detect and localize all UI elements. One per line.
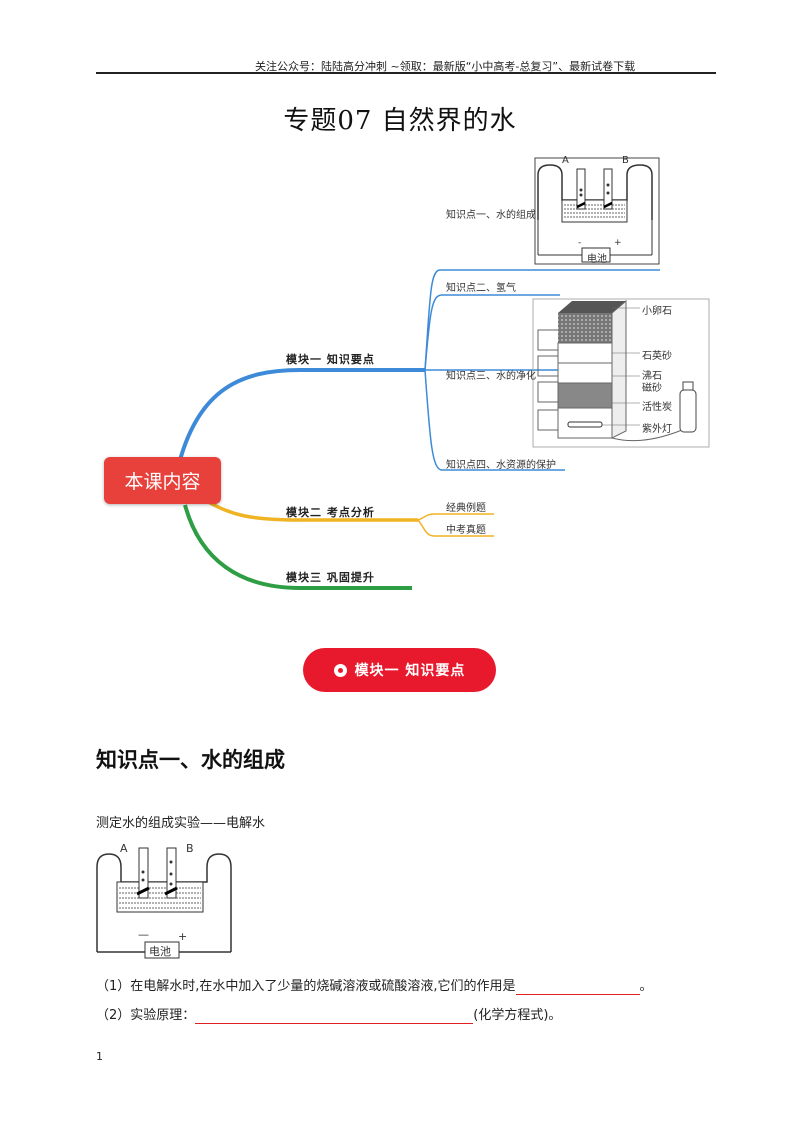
question-1-text: （1）在电解水时,在水中加入了少量的烧碱溶液或硫酸溶液,它们的作用是 (96, 979, 516, 994)
mindmap-lines (178, 269, 660, 590)
filter-label-4: 磁砂 (642, 383, 662, 394)
header-rule (96, 72, 716, 74)
filter-label-1: 小卵石 (642, 306, 672, 317)
mindmap-leaf-2: 知识点二、氢气 (446, 283, 516, 294)
section-heading: 知识点一、水的组成 (96, 748, 285, 772)
mindmap-leaf-3: 知识点三、水的净化 (446, 371, 536, 382)
branch-module-1: 模块一 知识要点 (286, 353, 375, 366)
plus-label: + (614, 238, 622, 248)
battery-label: 电池 (587, 254, 607, 265)
branch-module-2: 模块二 考点分析 (286, 506, 375, 519)
filter-label-5: 活性炭 (642, 402, 672, 413)
dot-icon (333, 663, 347, 677)
figure-battery-label: 电池 (149, 945, 171, 958)
figure-b-label: B (186, 842, 194, 855)
figure-minus-label: — (138, 928, 149, 941)
electrode-b-label: B (622, 155, 629, 166)
mindmap-leaf-5: 经典例题 (446, 503, 486, 514)
section-pill: 模块一 知识要点 (303, 648, 496, 692)
question-2-text: （2）实验原理： (96, 1008, 196, 1023)
filter-label-3: 沸石 (642, 371, 662, 382)
section-pill-label: 模块一 知识要点 (354, 663, 466, 679)
figure-a-label: A (120, 842, 128, 855)
question-1: （1）在电解水时,在水中加入了少量的烧碱溶液或硫酸溶液,它们的作用是 。 (96, 975, 653, 995)
filter-label-2: 石英砂 (642, 351, 672, 362)
minus-label: - (578, 238, 582, 248)
electrolysis-figure (96, 847, 232, 959)
filter-label-6: 紫外灯 (642, 424, 672, 435)
branch-module-3: 模块三 巩固提升 (286, 571, 375, 584)
answer-blank-2[interactable] (195, 1008, 474, 1024)
answer-blank-1[interactable] (515, 979, 640, 995)
electrode-a-label: A (562, 155, 569, 166)
experiment-intro: 测定水的组成实验——电解水 (96, 816, 266, 831)
header-note: 关注公众号：陆陆高分冲刺 ~领取：最新版“小中高考-总复习”、最新试卷下载 (255, 60, 636, 73)
question-2: （2）实验原理： (化学方程式)。 (96, 1004, 561, 1024)
figure-plus-label: + (178, 930, 188, 943)
mindmap-leaf-1: 知识点一、水的组成 (446, 210, 536, 221)
mindmap-leaf-4: 知识点四、水资源的保护 (446, 460, 556, 471)
electrolysis-thumbnail (534, 157, 660, 265)
question-1-suffix: 。 (639, 979, 653, 994)
water-filter-figure (532, 298, 710, 448)
question-2-suffix: (化学方程式)。 (473, 1008, 562, 1023)
page-title: 专题07 自然界的水 (283, 106, 517, 136)
page-number: 1 (96, 1050, 103, 1063)
mindmap-leaf-6: 中考真题 (446, 525, 486, 536)
mindmap-center-node: 本课内容 (104, 457, 221, 504)
